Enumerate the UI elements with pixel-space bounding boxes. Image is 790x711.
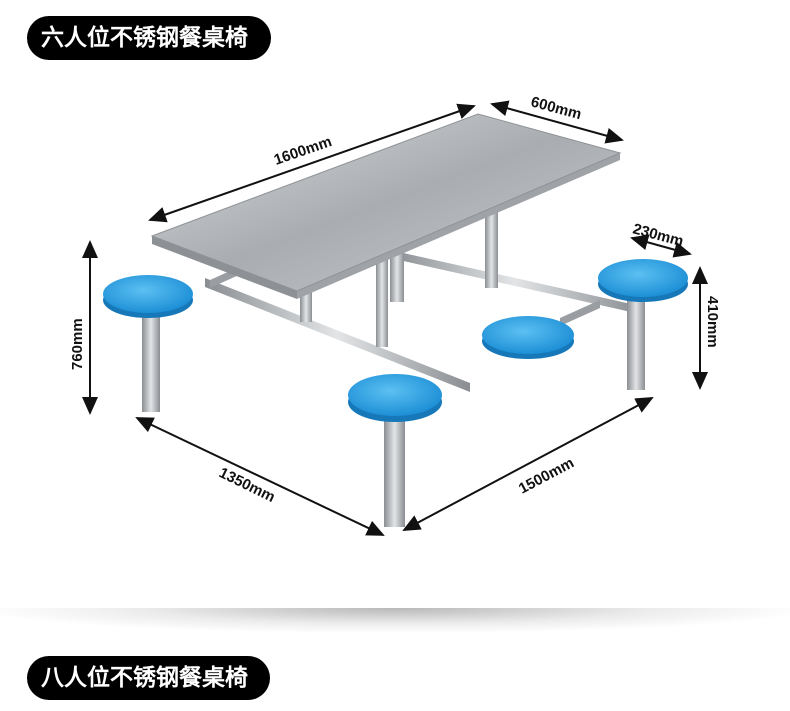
stool-post (142, 300, 160, 412)
stool (482, 316, 574, 359)
stool (103, 275, 193, 318)
table-frame (205, 200, 640, 392)
section-title-six-seat: 六人位不锈钢餐桌椅 (27, 16, 271, 60)
dimension-frame-length: 1500mm (516, 454, 577, 497)
section-title-eight-seat: 八人位不锈钢餐桌椅 (27, 656, 270, 700)
stool-post (384, 405, 405, 527)
stool-post (627, 288, 645, 390)
stool (598, 259, 688, 302)
dimension-table-length: 1600mm (272, 133, 334, 169)
product-illustration: 1600mm 600mm 230mm 410mm 760mm 1350mm 15… (69, 93, 721, 536)
dimension-table-height: 760mm (69, 318, 86, 370)
section-divider-shadow (0, 608, 790, 632)
dimension-lines (82, 100, 708, 536)
stool (348, 374, 442, 422)
dimension-table-width: 600mm (529, 93, 583, 123)
dimension-stool-height: 410mm (704, 296, 721, 348)
